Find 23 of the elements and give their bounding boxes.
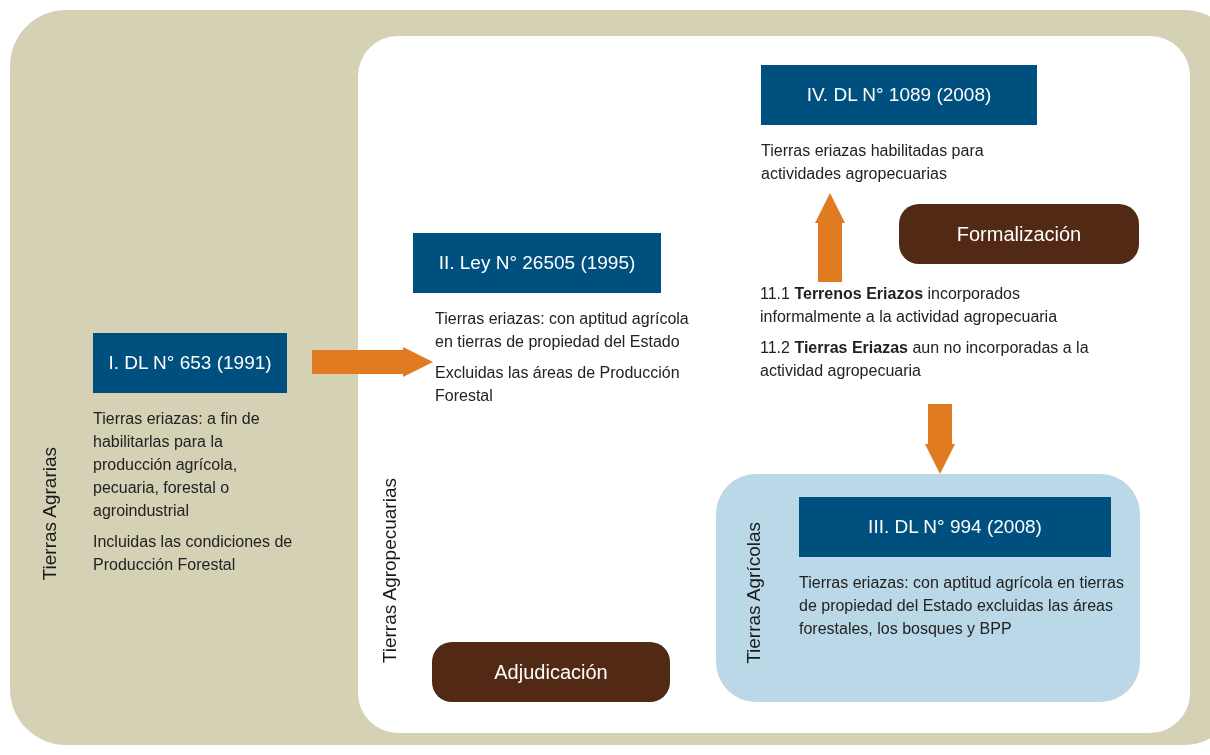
arrow — [312, 347, 433, 377]
description-text: 11.2 Tierras Eriazas aun no incorporadas a la actividad agropecuaria — [760, 338, 1090, 381]
description-text: Incluidas las condiciones de Producción Forestal — [93, 532, 294, 575]
arrow — [815, 193, 845, 282]
law-header: I. DL N° 653 (1991) — [93, 333, 287, 393]
region-label: Tierras Agropecuarias — [380, 477, 399, 663]
law-header: IV. DL N° 1089 (2008) — [761, 65, 1037, 125]
description-text: Tierras eriazas: con aptitud agrícola en tierras de propiedad del Estado — [435, 309, 690, 352]
process-pill: Formalización — [899, 204, 1139, 264]
description-text: Tierras eriazas: a fin de habilitarlas para la producción agrícola, pecuaria, forestal o agroindustrial — [93, 409, 261, 521]
region-label: Tierras Agrícolas — [744, 522, 763, 664]
region-label: Tierras Agrarias — [40, 446, 59, 580]
law-header: II. Ley N° 26505 (1995) — [413, 233, 661, 293]
law-header: III. DL N° 994 (2008) — [799, 497, 1111, 557]
description-text: Tierras eriazas habilitadas para actividades agropecuarias — [761, 141, 985, 184]
region-panel — [358, 36, 1190, 733]
process-pill: Adjudicación — [432, 642, 670, 702]
description-text: Excluidas las áreas de Producción Forestal — [435, 363, 681, 406]
region-panel — [716, 474, 1140, 702]
description-text: 11.1 Terrenos Eriazos incorporados informalmente a la actividad agropecuaria — [760, 284, 1059, 327]
description-text: Tierras eriazas: con aptitud agrícola en tierras de propiedad del Estado excluidas las áreas forestales, los bosques y BPP — [799, 573, 1125, 639]
region-panel — [10, 10, 1210, 745]
arrow — [925, 404, 955, 474]
